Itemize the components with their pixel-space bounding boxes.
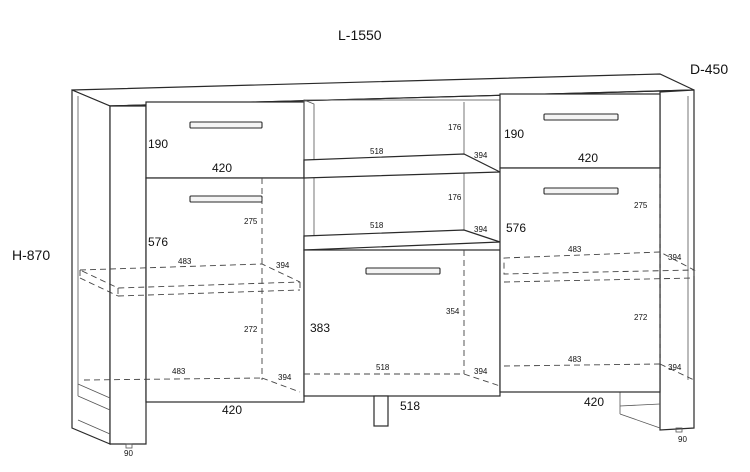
left-inner-height-top: 275: [244, 217, 258, 226]
center-lower-inner-width: 518: [376, 363, 390, 372]
right-shelf-depth-top: 394: [668, 253, 682, 262]
left-leg-label: 90: [124, 449, 133, 458]
left-door-height: 576: [148, 235, 168, 249]
center-bottom-width: 518: [400, 399, 420, 413]
center-leg: [373, 395, 389, 427]
center-top-niche-height: 176: [448, 123, 462, 132]
left-bottom-width: 420: [222, 403, 242, 417]
right-shelves: [503, 251, 696, 381]
right-bottom-width: 420: [584, 395, 604, 409]
center-mid-niche-width: 518: [370, 221, 384, 230]
right-shelf-width-top: 483: [568, 245, 582, 254]
center-lower-inner-height: 354: [446, 307, 460, 316]
right-shelf-depth-bottom: 394: [668, 363, 682, 372]
right-leg-label: 90: [678, 435, 687, 444]
overall-height-label: H-870: [12, 247, 50, 263]
right-shelf-width-bottom: 483: [568, 355, 582, 364]
overall-length-label: L-1550: [338, 27, 382, 43]
right-inner-height-bottom: 272: [634, 313, 648, 322]
center-mid-niche-depth: 394: [474, 225, 488, 234]
right-door-height: 576: [506, 221, 526, 235]
dimension-labels: L-1550 D-450 H-870 190 420 576 275 483 3…: [12, 27, 728, 458]
center-lower-height: 383: [310, 321, 330, 335]
left-drawer-width: 420: [212, 161, 232, 175]
right-drawer: [499, 93, 661, 169]
right-door: [499, 167, 661, 393]
right-inner-height-top: 275: [634, 201, 648, 210]
left-shelf-width-bottom: 483: [172, 367, 186, 376]
center-lower-interior: [304, 373, 501, 387]
left-shelf-depth-bottom: 394: [278, 373, 292, 382]
center-top-niche-depth: 394: [474, 151, 488, 160]
center-open-niches: [303, 99, 501, 251]
left-shelf-width-top: 483: [178, 257, 192, 266]
right-drawer-width: 420: [578, 151, 598, 165]
left-shelf-depth-top: 394: [276, 261, 290, 270]
center-mid-niche-height: 176: [448, 193, 462, 202]
right-drawer-height: 190: [504, 127, 524, 141]
center-lower-inner-depth: 394: [474, 367, 488, 376]
left-door: [145, 177, 305, 403]
left-drawer-height: 190: [148, 137, 168, 151]
left-side-panel: [71, 89, 147, 449]
left-inner-height-bottom: 272: [244, 325, 258, 334]
center-lower-door: [303, 249, 501, 397]
left-shelves: [79, 263, 301, 393]
center-top-niche-width: 518: [370, 147, 384, 156]
overall-depth-label: D-450: [690, 61, 728, 77]
